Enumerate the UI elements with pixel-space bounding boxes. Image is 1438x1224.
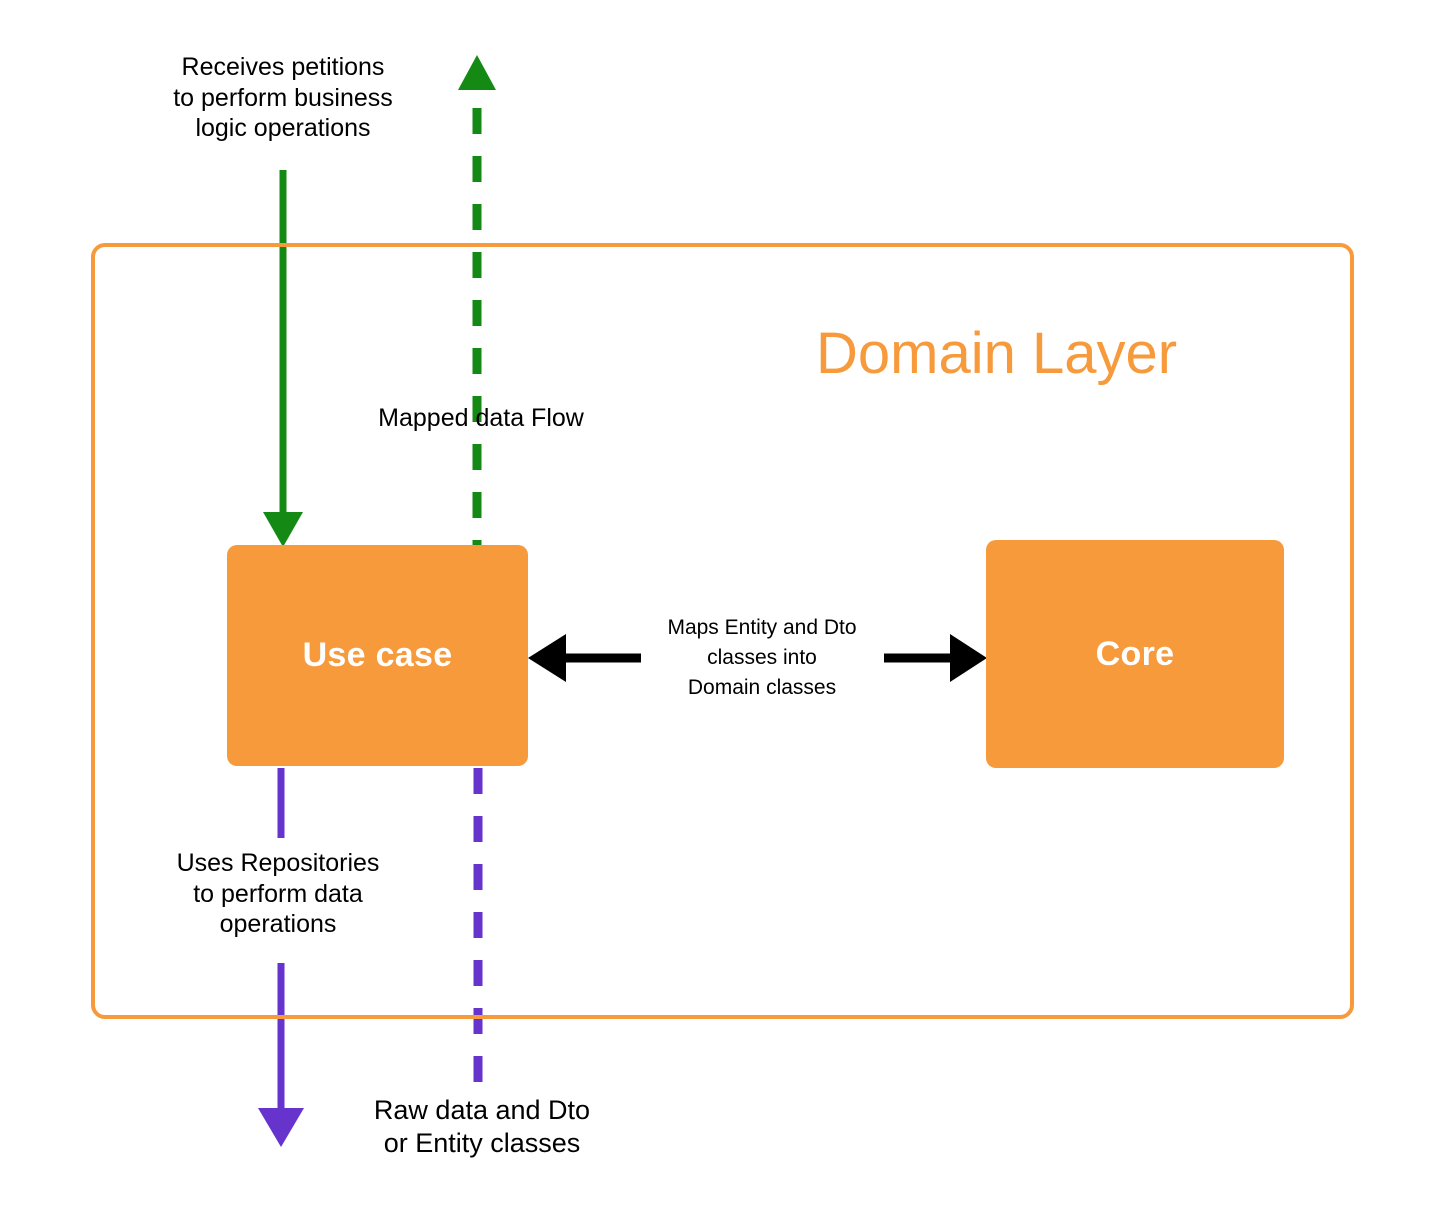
- edge-label-maps-entity-and-dto: Maps Entity and Dto classes into Domain …: [667, 616, 857, 699]
- arrow-maps-into-use-case: [528, 634, 641, 682]
- domain-layer-frame: [91, 243, 1354, 1019]
- arrow-uses-repositories: [258, 768, 304, 1147]
- node-core[interactable]: Core: [986, 540, 1284, 768]
- node-use-case-label: Use case: [302, 636, 453, 674]
- edge-label-mapped-data-flow: Mapped data Flow: [378, 404, 584, 432]
- arrow-receives-petitions: [263, 170, 303, 547]
- node-core-label: Core: [1095, 634, 1175, 673]
- arrow-maps-into-core: [884, 634, 987, 682]
- edge-label-uses-repositories: Uses Repositories to perform data operat…: [176, 849, 380, 938]
- arrow-mapped-data-flow: [458, 55, 496, 566]
- edge-label-raw-data-and-dto: Raw data and Dto or Entity classes: [373, 1095, 591, 1158]
- domain-layer-title: Domain Layer: [816, 321, 1178, 386]
- edge-label-receives-petitions: Receives petitions to perform business l…: [173, 53, 393, 142]
- node-use-case[interactable]: Use case: [227, 545, 528, 766]
